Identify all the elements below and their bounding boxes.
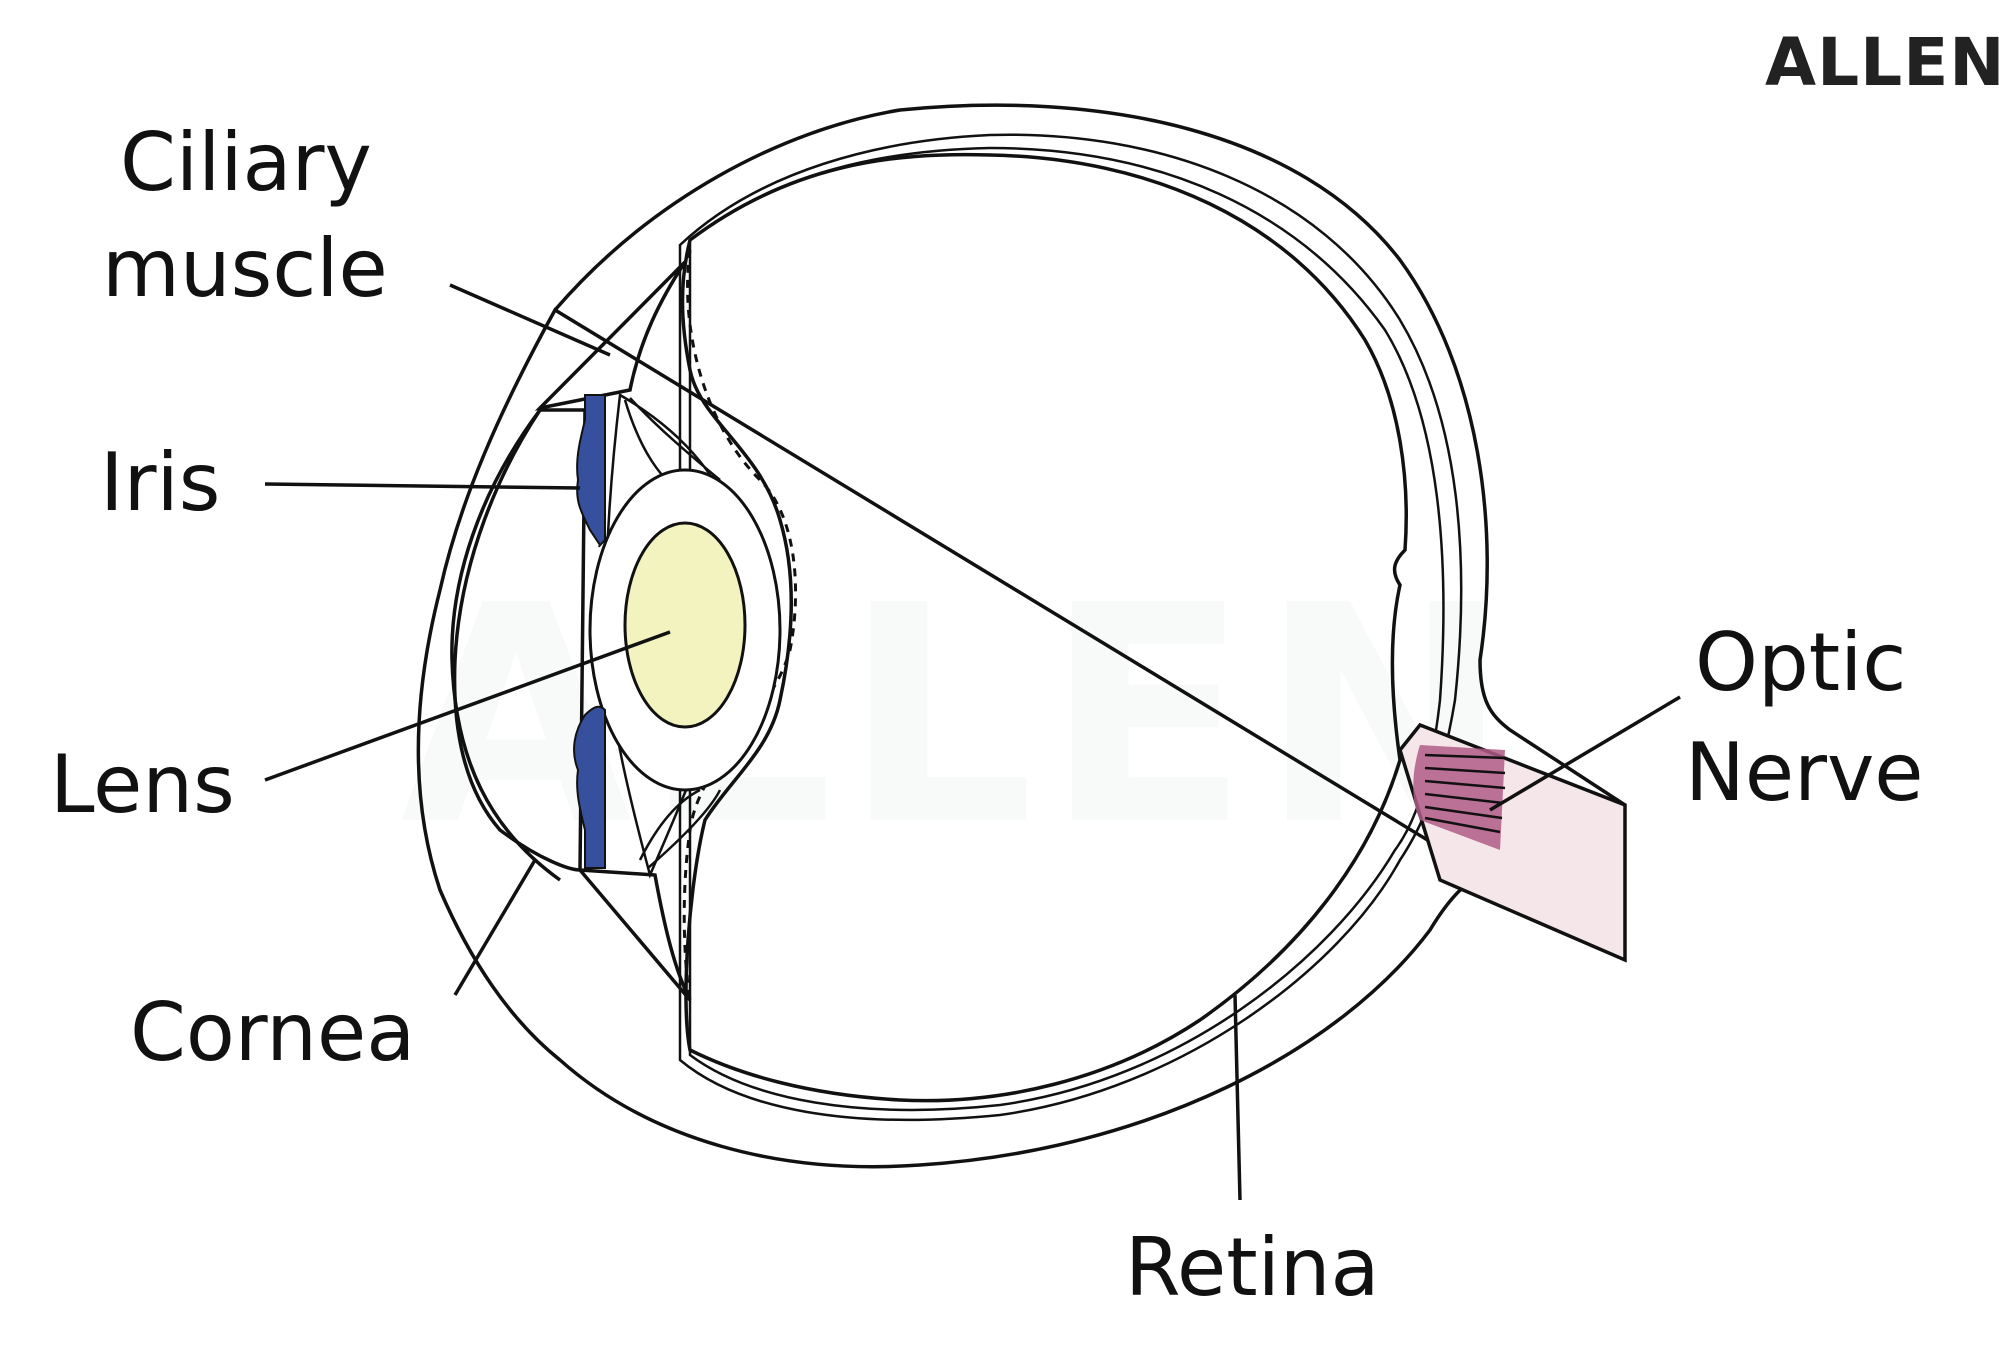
ligament-fibres <box>623 397 722 869</box>
leader-lens <box>264 630 671 782</box>
leader-optic <box>1489 695 1681 812</box>
aqueous-chamber <box>452 408 587 872</box>
leader-iris <box>264 482 581 490</box>
label-retina: Retina <box>1125 1221 1380 1314</box>
sclera <box>416 103 1627 1169</box>
label-cornea: Cornea <box>130 986 415 1079</box>
ciliary-muscle-bottom <box>575 867 692 1002</box>
leader-retina <box>1233 994 1242 1201</box>
label-optic-line2: Nerve <box>1685 726 1924 819</box>
label-ciliary-line2: muscle <box>102 222 388 315</box>
label-ciliary-line1: Ciliary <box>120 116 372 209</box>
optic-fibres <box>1424 753 1506 834</box>
allen-logo: ALLEN <box>1765 24 1999 101</box>
ciliary-muscle-top <box>534 260 687 411</box>
label-iris: Iris <box>100 436 220 529</box>
label-lens: Lens <box>50 738 235 831</box>
retina-layer <box>688 146 1445 1112</box>
choroid <box>678 133 1463 1122</box>
vitreous-boundary <box>682 249 798 1001</box>
iris-top <box>576 394 606 548</box>
watermark: ALLEN <box>400 542 1521 891</box>
leader-cornea <box>453 859 537 996</box>
iris-bottom <box>573 705 606 869</box>
label-optic-line1: Optic <box>1695 616 1906 709</box>
leader-ciliary <box>449 283 611 357</box>
vitreous-body <box>680 152 1408 1103</box>
lens <box>623 521 747 729</box>
